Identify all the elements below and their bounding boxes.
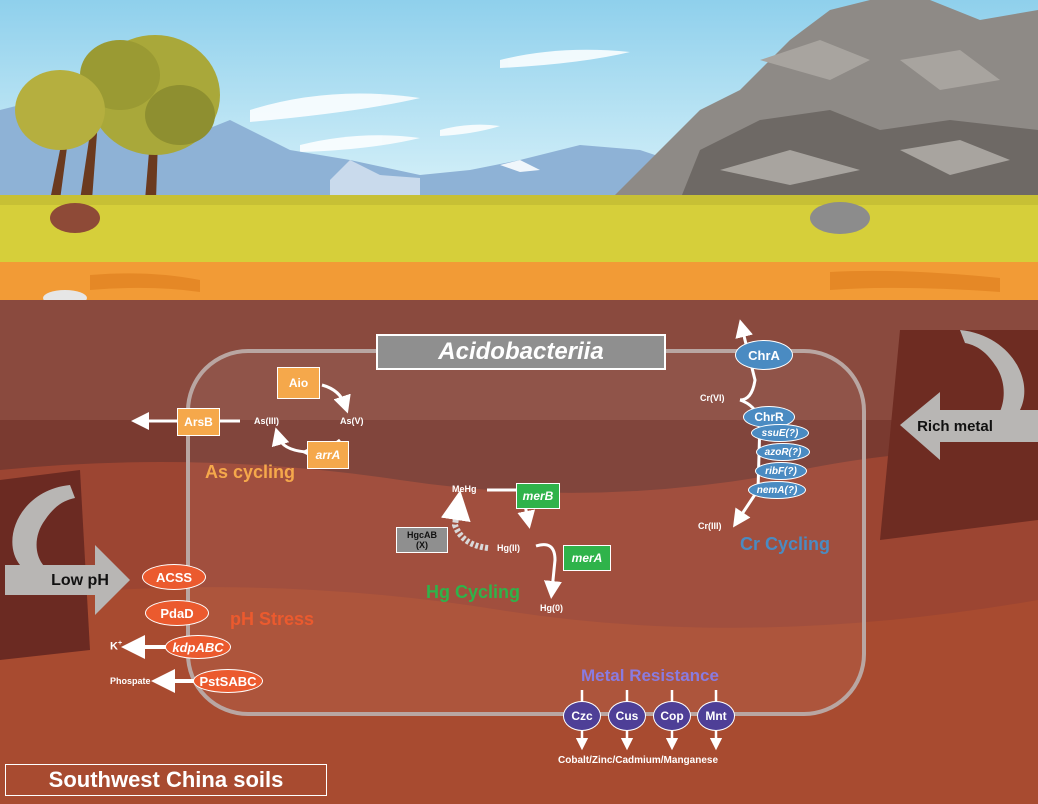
gene-pdad: PdaD	[145, 600, 209, 626]
gene-chra: ChrA	[735, 340, 793, 370]
hg-cycling-title: Hg Cycling	[425, 581, 520, 602]
gene-ribf-label: ribF(?)	[765, 465, 797, 477]
gene-arsb-label: ArsB	[184, 415, 213, 429]
gene-merb: merB	[516, 483, 560, 509]
gene-kdpabc: kdpABC	[165, 635, 231, 659]
gene-azor-label: azoR(?)	[764, 446, 802, 458]
metal-resistance-title: Metal Resistance	[581, 666, 719, 685]
grass-band	[0, 195, 1038, 263]
clouds	[250, 49, 630, 152]
gene-ribf: ribF(?)	[755, 462, 807, 480]
gene-ssue-label: ssuE(?)	[761, 427, 799, 439]
low-ph-label: Low pH	[51, 572, 109, 589]
gene-nema: nemA(?)	[748, 481, 806, 499]
gene-cop: Cop	[653, 701, 691, 731]
output-phosphate: Phospate	[110, 676, 151, 686]
species-cr6: Cr(VI)	[700, 393, 725, 403]
gene-pstsabc-label: PstSABC	[199, 673, 257, 689]
gene-merb-label: merB	[522, 489, 554, 503]
rich-metal-label: Rich metal	[917, 417, 993, 435]
gene-mnt-label: Mnt	[705, 709, 727, 723]
gene-mnt: Mnt	[697, 701, 735, 731]
grey-rock	[810, 202, 870, 234]
gene-aio-label: Aio	[288, 376, 309, 390]
gene-kdpabc-label: kdpABC	[172, 639, 224, 655]
species-cr3: Cr(III)	[698, 521, 722, 531]
low-ph-arrow	[5, 485, 130, 615]
gene-arsb: ArsB	[177, 408, 220, 436]
gene-nema-label: nemA(?)	[756, 484, 798, 496]
species-mehg: MeHg	[452, 484, 477, 494]
species-hg0: Hg(0)	[540, 603, 563, 613]
gene-mera-label: merA	[571, 551, 603, 565]
gene-hgcab: HgcAB (X)	[396, 527, 448, 553]
gene-arra-label: arrA	[315, 448, 341, 462]
rock-mountain	[610, 0, 1038, 200]
trees	[15, 35, 220, 200]
k-ion-label: K	[110, 640, 118, 653]
output-k-ion: K+	[110, 640, 122, 653]
species-as3: As(III)	[254, 416, 280, 426]
location-box: Southwest China soils	[5, 764, 327, 796]
gene-hgcab-label: HgcAB	[406, 530, 437, 540]
metals-label: Cobalt/Zinc/Cadmium/Manganese	[558, 755, 719, 766]
title-box: Acidobacteriia	[376, 334, 666, 370]
species-hg2: Hg(II)	[497, 543, 520, 553]
gene-cop-label: Cop	[660, 709, 684, 723]
gene-pstsabc: PstSABC	[193, 669, 263, 693]
metal-arrows	[575, 690, 723, 751]
gene-hgcab-status: (X)	[416, 540, 428, 550]
as-cycling-title: As cycling	[204, 461, 296, 482]
gene-chrr-label: ChrR	[754, 410, 784, 424]
gene-cus: Cus	[608, 701, 646, 731]
gene-azor: azoR(?)	[756, 443, 810, 461]
gene-cus-label: Cus	[615, 709, 639, 723]
gene-pdad-label: PdaD	[160, 605, 194, 621]
gene-czc-label: Czc	[571, 709, 593, 723]
ph-stress-title: pH Stress	[229, 608, 315, 629]
cr-cycling-title: Cr Cycling	[739, 533, 831, 554]
location-label: Southwest China soils	[48, 767, 284, 792]
k-ion-charge: +	[117, 640, 123, 647]
brown-rock	[50, 203, 100, 233]
gene-acss-label: ACSS	[155, 569, 193, 585]
gene-aio: Aio	[277, 367, 320, 399]
gene-ssue: ssuE(?)	[751, 424, 809, 442]
rich-metal-arrow	[900, 330, 1038, 460]
gene-mera: merA	[563, 545, 611, 571]
gene-acss: ACSS	[142, 564, 206, 590]
gene-arra: arrA	[307, 441, 349, 469]
diagram-title: Acidobacteriia	[438, 338, 604, 365]
species-as5: As(V)	[340, 416, 364, 426]
gene-czc: Czc	[563, 701, 601, 731]
gene-chra-label: ChrA	[748, 347, 780, 363]
